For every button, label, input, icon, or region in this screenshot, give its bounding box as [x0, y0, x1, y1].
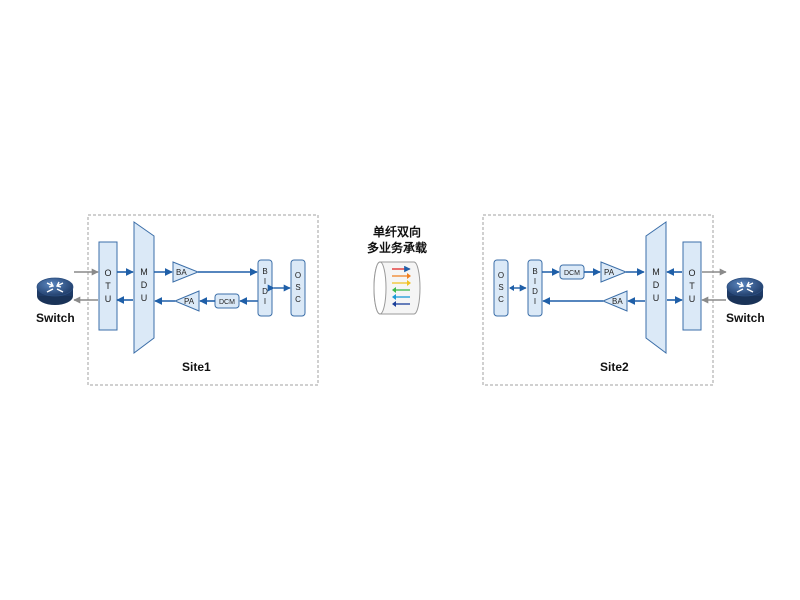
svg-text:C: C	[498, 295, 504, 304]
svg-text:O: O	[498, 271, 504, 280]
fiber-icon	[373, 261, 421, 315]
site2-dcm-label: DCM	[564, 270, 580, 277]
svg-text:U: U	[689, 294, 696, 304]
svg-text:S: S	[295, 283, 300, 292]
svg-text:I: I	[264, 297, 266, 306]
svg-text:I: I	[534, 277, 536, 286]
svg-text:T: T	[689, 281, 695, 291]
site2-label: Site2	[600, 360, 629, 374]
site2-osc-box[interactable]	[493, 259, 509, 317]
svg-text:T: T	[105, 281, 111, 291]
site1-dcm-label: DCM	[219, 299, 235, 306]
site1-switch[interactable]	[36, 277, 74, 305]
site2-switch[interactable]	[726, 277, 764, 305]
site2-mdu-box[interactable]	[645, 221, 667, 354]
site1-label: Site1	[182, 360, 211, 374]
svg-text:M: M	[140, 267, 148, 277]
site2-ba-label: BA	[612, 297, 623, 306]
svg-text:M: M	[652, 267, 660, 277]
site2-pa-label: PA	[604, 268, 615, 277]
site1-mdu-label: MDU	[140, 267, 148, 303]
site2-pa-amplifier[interactable]	[600, 261, 628, 283]
svg-text:B: B	[532, 267, 537, 276]
svg-text:C: C	[295, 295, 301, 304]
svg-text:D: D	[141, 280, 148, 290]
site1-ba-amplifier[interactable]	[172, 261, 200, 283]
svg-text:O: O	[295, 271, 301, 280]
site2-switch-label: Switch	[726, 311, 765, 325]
site2-bidi-box[interactable]	[527, 259, 543, 317]
site2-otu-label: OTU	[688, 268, 695, 304]
svg-text:U: U	[141, 293, 148, 303]
site1-switch-label: Switch	[36, 311, 75, 325]
site1-pa-amplifier[interactable]	[173, 290, 200, 312]
svg-text:U: U	[653, 293, 660, 303]
site2-osc-label: OSC	[498, 271, 504, 304]
svg-text:S: S	[498, 283, 503, 292]
svg-text:D: D	[532, 287, 538, 296]
site2-ba-amplifier[interactable]	[601, 290, 628, 312]
site1-ba-label: BA	[176, 268, 187, 277]
svg-text:I: I	[264, 277, 266, 286]
site2-mdu-label: MDU	[652, 267, 660, 303]
svg-text:U: U	[105, 294, 112, 304]
site2-otu-box[interactable]	[682, 241, 702, 331]
center-title-line1: 单纤双向	[373, 224, 421, 239]
site1-osc-label: OSC	[295, 271, 301, 304]
site1-otu-label: OTU	[104, 268, 111, 304]
svg-text:B: B	[262, 267, 267, 276]
site1-otu-box[interactable]	[98, 241, 118, 331]
center-title-line2: 多业务承载	[367, 240, 427, 255]
site1-mdu-box[interactable]	[133, 221, 155, 354]
svg-text:D: D	[262, 287, 268, 296]
svg-text:O: O	[688, 268, 695, 278]
svg-text:I: I	[534, 297, 536, 306]
svg-text:O: O	[104, 268, 111, 278]
site1-pa-label: PA	[184, 297, 195, 306]
svg-text:D: D	[653, 280, 660, 290]
